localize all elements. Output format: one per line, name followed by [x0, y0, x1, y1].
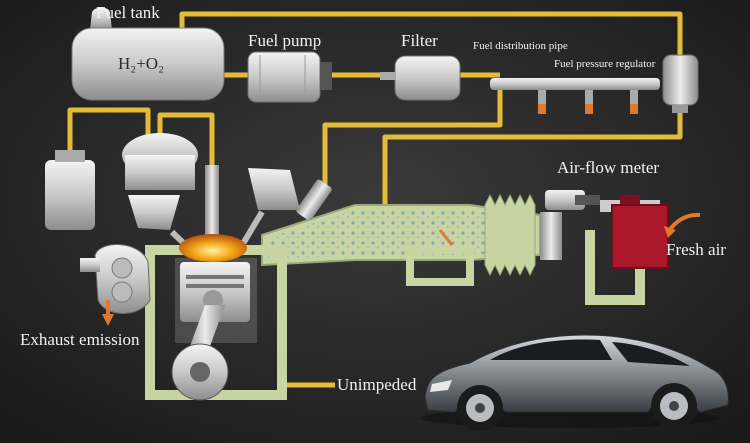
cylinder-head: [128, 165, 300, 258]
ignition-coil: [45, 150, 95, 230]
fresh-air-box: [611, 195, 669, 269]
fuel-tank-label: Fuel tank: [96, 3, 160, 22]
regulator-line: [382, 100, 683, 205]
fuel-pump-label: Fuel pump: [248, 31, 322, 50]
fresh-air-arrowhead: [664, 226, 676, 238]
intake-duct: [261, 193, 645, 305]
exhaust-manifold: [80, 244, 151, 314]
engine-block: [145, 234, 287, 401]
fuel-tank: [71, 7, 225, 101]
fresh-air-label: Fresh air: [666, 240, 726, 259]
unimpeded-label: Unimpeded: [337, 375, 417, 394]
fuel-distribution-pipe: [490, 78, 660, 114]
fuel-pressure-regulator-label: Fuel pressure regulator: [554, 58, 656, 70]
air-flow-meter-label: Air-flow meter: [557, 158, 660, 177]
fuel-pressure-regulator: [662, 54, 699, 113]
exhaust-arrowhead: [102, 314, 114, 326]
fuel-lines: [67, 11, 683, 388]
tank-formula-label: H₂+O₂: [118, 54, 164, 73]
fuel-injector: [296, 179, 332, 221]
distributor: [122, 133, 198, 190]
coil-wire-1: [67, 107, 151, 160]
combustion-flame: [179, 234, 247, 262]
fuel-distribution-pipe-label: Fuel distribution pipe: [473, 40, 568, 52]
sports-car-image: [420, 334, 729, 431]
rail-to-injector-line: [322, 90, 503, 195]
fuel-pump: [247, 51, 332, 103]
fuel-return-line: [179, 11, 683, 55]
fuel-filter: [380, 55, 461, 101]
exhaust-emission-label: Exhaust emission: [20, 330, 140, 349]
filter-label: Filter: [401, 31, 438, 50]
